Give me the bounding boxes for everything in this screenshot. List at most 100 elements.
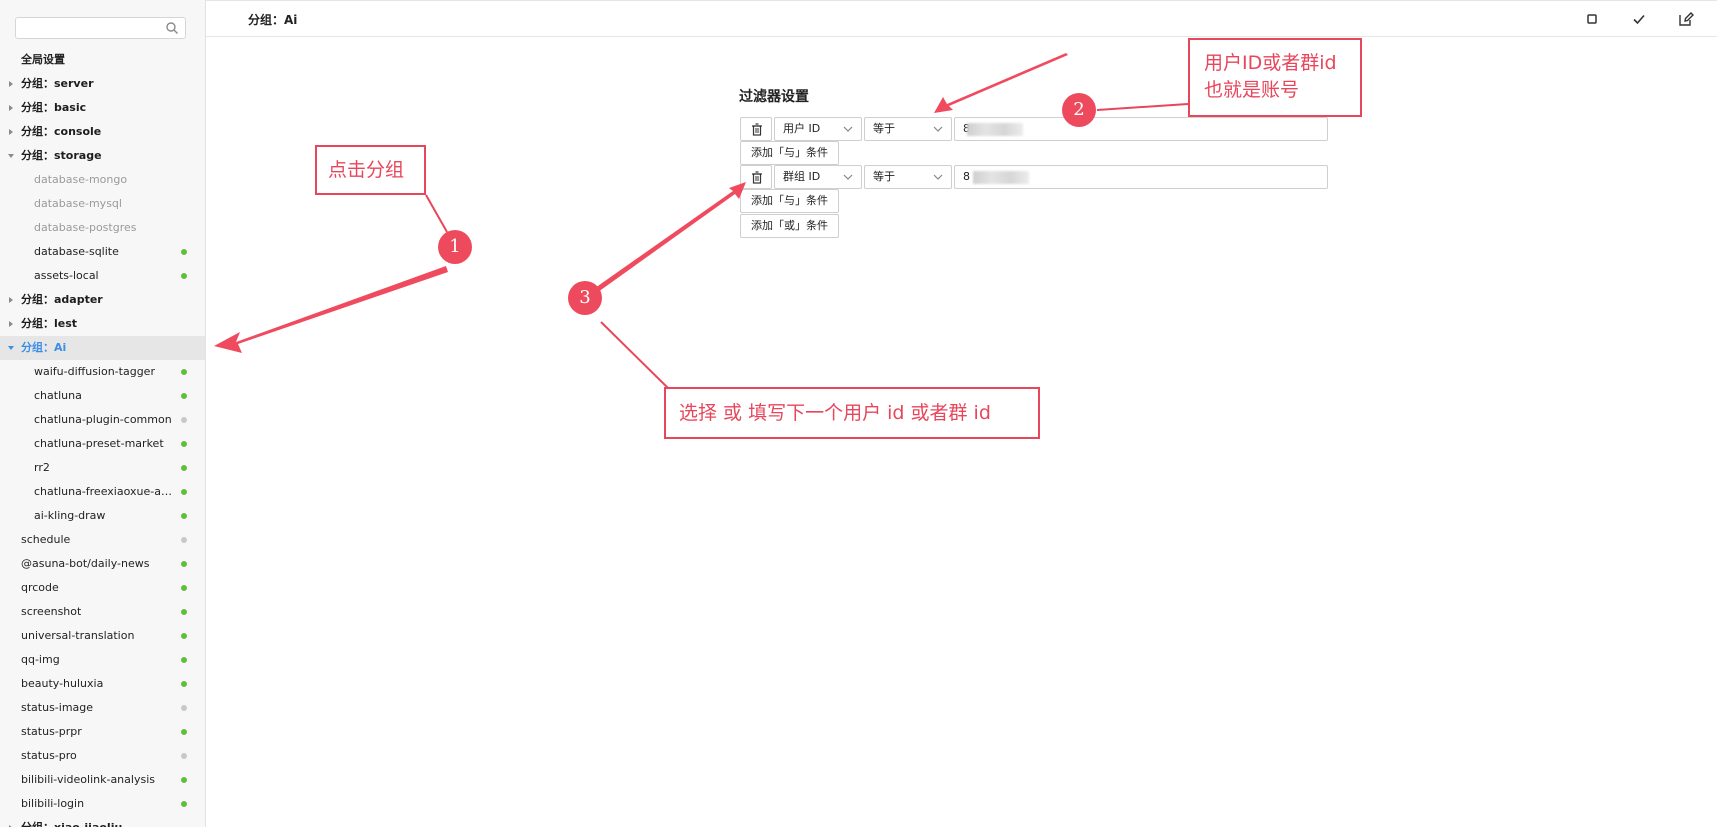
- sidebar-group[interactable]: 分组：xiao-jiaoliu: [0, 816, 205, 827]
- sidebar-item-label: qrcode: [21, 581, 59, 594]
- sidebar-item-global-settings[interactable]: 全局设置: [0, 48, 205, 72]
- save-button[interactable]: [1630, 10, 1648, 28]
- sidebar-plugin-item[interactable]: ai-kling-draw: [0, 504, 205, 528]
- sidebar-plugin-item[interactable]: database-postgres: [0, 216, 205, 240]
- stop-button[interactable]: [1583, 10, 1601, 28]
- sidebar-item-label: universal-translation: [21, 629, 135, 642]
- sidebar-group[interactable]: 分组：server: [0, 72, 205, 96]
- callout-click-group: 点击分组: [315, 145, 426, 195]
- sidebar-item-label: chatluna-freexiaoxue-ad...: [34, 485, 174, 498]
- delete-condition-button[interactable]: [740, 165, 772, 189]
- callout-text: 选择 或 填写下一个用户 id 或者群 id: [679, 402, 991, 424]
- sidebar-item-label: 分组：basic: [21, 101, 87, 114]
- operator-select[interactable]: 等于: [864, 117, 952, 141]
- sidebar-plugin-item[interactable]: database-mysql: [0, 192, 205, 216]
- status-dot-icon: [181, 273, 187, 279]
- search-box[interactable]: [15, 17, 186, 39]
- sidebar-plugin-item[interactable]: universal-translation: [0, 624, 205, 648]
- step-badge-2: 2: [1062, 93, 1096, 127]
- plugin-tree: 全局设置分组：server 分组：basic 分组：console 分组：storag…: [0, 48, 205, 827]
- value-input[interactable]: 8: [954, 117, 1328, 141]
- callout-select-or-fill-next-id: 选择 或 填写下一个用户 id 或者群 id: [664, 387, 1040, 439]
- sidebar-item-label: qq-img: [21, 653, 60, 666]
- add-and-condition-button[interactable]: 添加「与」条件: [740, 189, 839, 213]
- search-input[interactable]: [16, 19, 174, 39]
- sidebar-group[interactable]: 分组：lest: [0, 312, 205, 336]
- add-and-condition-button[interactable]: 添加「与」条件: [740, 141, 839, 165]
- caret-down-icon[interactable]: [8, 154, 14, 158]
- status-dot-icon: [181, 585, 187, 591]
- sidebar-item-label: rr2: [34, 461, 50, 474]
- sidebar-plugin-item[interactable]: bilibili-videolink-analysis: [0, 768, 205, 792]
- sidebar-plugin-item[interactable]: chatluna-preset-market: [0, 432, 205, 456]
- caret-right-icon[interactable]: [9, 129, 13, 135]
- status-dot-icon: [181, 249, 187, 255]
- sidebar-plugin-item[interactable]: status-prpr: [0, 720, 205, 744]
- status-dot-icon: [181, 657, 187, 663]
- sidebar-item-label: 全局设置: [21, 53, 65, 66]
- sidebar-group[interactable]: 分组：console: [0, 120, 205, 144]
- caret-right-icon[interactable]: [9, 321, 13, 327]
- trash-icon: [752, 171, 762, 184]
- sidebar-plugin-item[interactable]: status-image: [0, 696, 205, 720]
- field-select[interactable]: 用户 ID: [774, 117, 862, 141]
- check-icon: [1633, 14, 1645, 25]
- redacted-value: [973, 171, 1029, 184]
- sidebar-group[interactable]: 分组：adapter: [0, 288, 205, 312]
- add-or-condition-button[interactable]: 添加「或」条件: [740, 214, 839, 238]
- status-dot-icon: [181, 777, 187, 783]
- caret-right-icon[interactable]: [9, 81, 13, 87]
- sidebar-plugin-item[interactable]: database-sqlite: [0, 240, 205, 264]
- operator-select[interactable]: 等于: [864, 165, 952, 189]
- sidebar-plugin-item[interactable]: @asuna-bot/daily-news: [0, 552, 205, 576]
- callout-text: 点击分组: [328, 159, 405, 181]
- sidebar-plugin-item[interactable]: chatluna-plugin-common: [0, 408, 205, 432]
- caret-right-icon[interactable]: [9, 297, 13, 303]
- callout-user-or-group-id: 用户ID或者群id 也就是账号: [1188, 38, 1362, 117]
- value-input-text: 8: [963, 170, 970, 183]
- status-dot-icon: [181, 633, 187, 639]
- search-icon[interactable]: [165, 21, 179, 35]
- sidebar-item-label: 分组：xiao-jiaoliu: [21, 816, 122, 827]
- sidebar-item-label: screenshot: [21, 605, 82, 618]
- sidebar-plugin-item[interactable]: chatluna-freexiaoxue-ad...: [0, 480, 205, 504]
- status-dot-icon: [181, 441, 187, 447]
- caret-down-icon[interactable]: [8, 346, 14, 350]
- sidebar: 全局设置分组：server 分组：basic 分组：console 分组：storag…: [0, 0, 206, 827]
- sidebar-plugin-item[interactable]: database-mongo: [0, 168, 205, 192]
- sidebar-plugin-item[interactable]: chatluna: [0, 384, 205, 408]
- edit-icon: [1679, 12, 1694, 26]
- delete-condition-button[interactable]: [740, 117, 772, 141]
- status-dot-icon: [181, 489, 187, 495]
- sidebar-item-label: database-mysql: [34, 197, 122, 210]
- caret-right-icon[interactable]: [9, 105, 13, 111]
- sidebar-item-label: bilibili-videolink-analysis: [21, 773, 155, 786]
- sidebar-item-label: chatluna-plugin-common: [34, 413, 172, 426]
- sidebar-plugin-item[interactable]: schedule: [0, 528, 205, 552]
- sidebar-item-label: assets-local: [34, 269, 99, 282]
- field-select[interactable]: 群组 ID: [774, 165, 862, 189]
- sidebar-group[interactable]: 分组：Ai: [0, 336, 205, 360]
- sidebar-plugin-item[interactable]: screenshot: [0, 600, 205, 624]
- caret-right-icon[interactable]: [9, 825, 13, 827]
- callout-text: 也就是账号: [1204, 79, 1300, 101]
- sidebar-item-label: status-image: [21, 701, 94, 714]
- sidebar-item-label: status-prpr: [21, 725, 82, 738]
- sidebar-plugin-item[interactable]: rr2: [0, 456, 205, 480]
- value-input[interactable]: 8: [954, 165, 1328, 189]
- sidebar-item-label: chatluna-preset-market: [34, 437, 164, 450]
- sidebar-item-label: 分组：server: [21, 77, 94, 90]
- sidebar-group[interactable]: 分组：basic: [0, 96, 205, 120]
- sidebar-plugin-item[interactable]: bilibili-login: [0, 792, 205, 816]
- sidebar-plugin-item[interactable]: waifu-diffusion-tagger: [0, 360, 205, 384]
- sidebar-plugin-item[interactable]: qq-img: [0, 648, 205, 672]
- sidebar-item-label: 分组：console: [21, 125, 102, 138]
- sidebar-group[interactable]: 分组：storage: [0, 144, 205, 168]
- sidebar-item-label: 分组：adapter: [21, 293, 103, 306]
- field-select-value: 用户 ID: [783, 122, 821, 135]
- sidebar-plugin-item[interactable]: assets-local: [0, 264, 205, 288]
- sidebar-plugin-item[interactable]: qrcode: [0, 576, 205, 600]
- edit-button[interactable]: [1677, 10, 1695, 28]
- sidebar-plugin-item[interactable]: beauty-huluxia: [0, 672, 205, 696]
- sidebar-plugin-item[interactable]: status-pro: [0, 744, 205, 768]
